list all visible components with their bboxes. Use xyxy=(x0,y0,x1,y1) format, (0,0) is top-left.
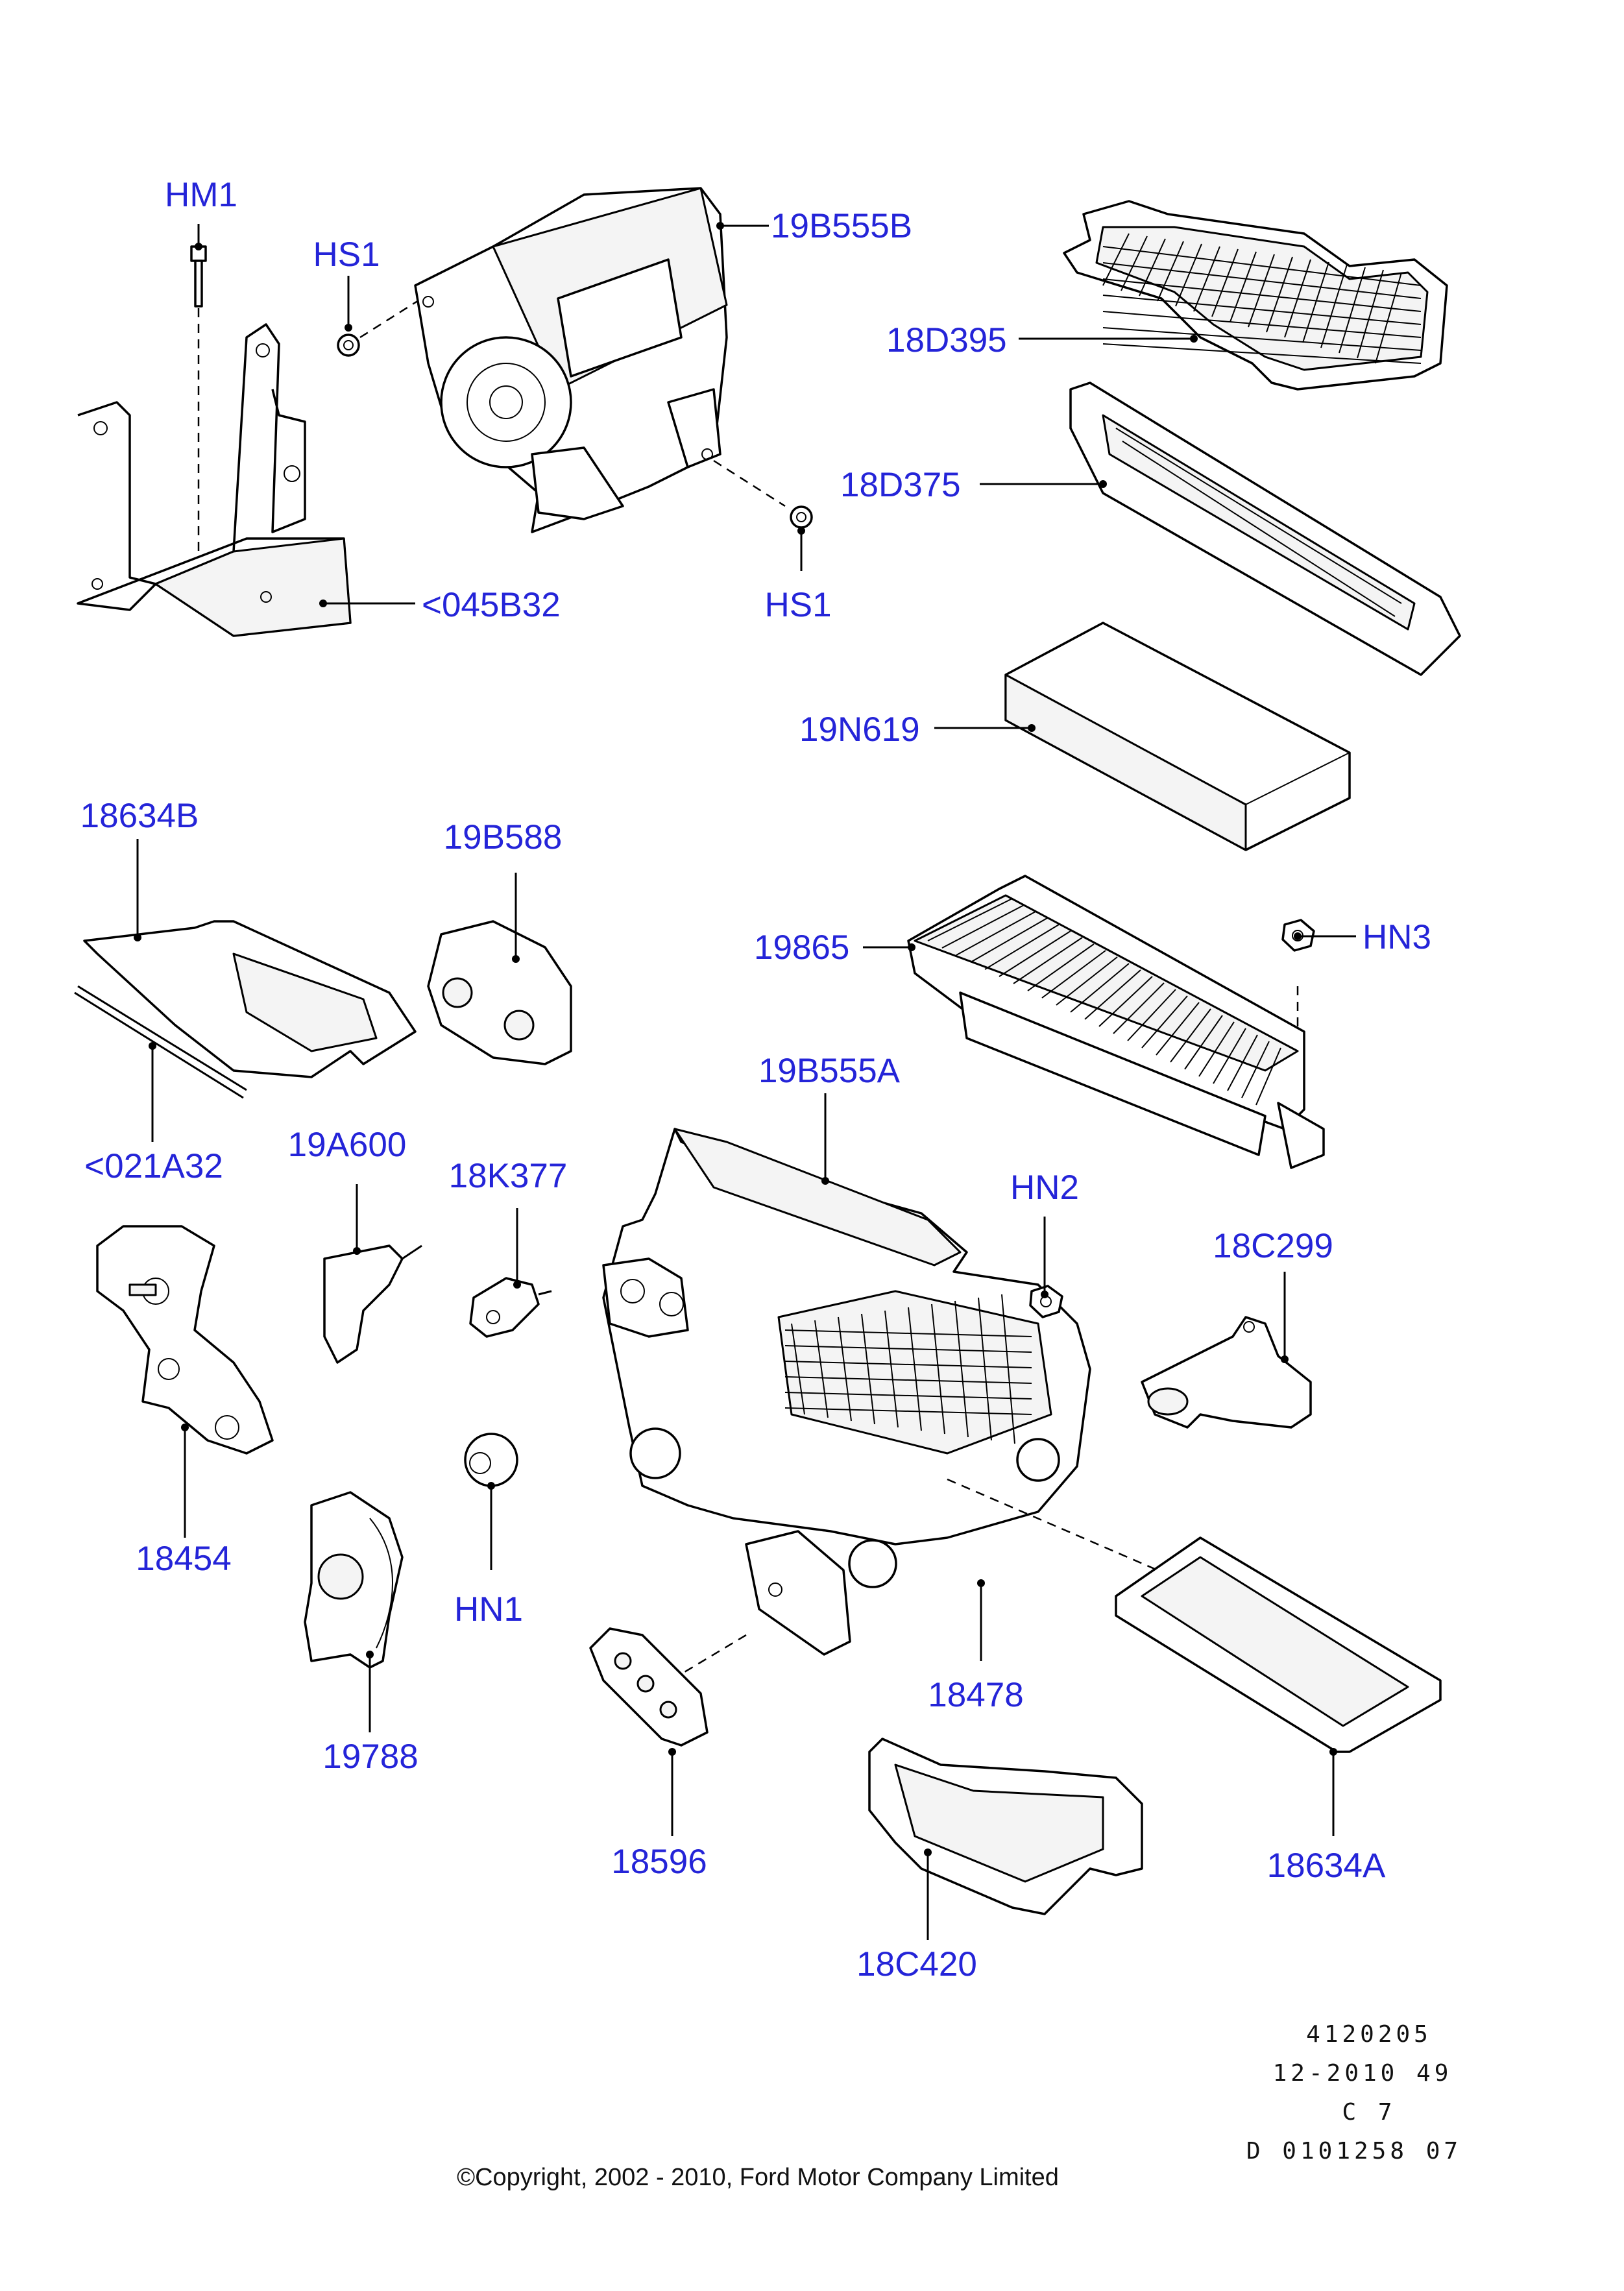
reference-line-3: C 7 xyxy=(1342,2099,1396,2126)
blower-housing-19b555b-part xyxy=(414,187,728,533)
leader-dash-hs1-top xyxy=(359,297,422,339)
callout-19a600: 19A600 xyxy=(288,1126,407,1164)
leader-lines xyxy=(134,222,1356,1940)
callout-18d375: 18D375 xyxy=(840,466,961,504)
callout-hm1: HM1 xyxy=(165,176,237,214)
duct-18c299-part xyxy=(1141,1316,1312,1429)
leader-dash-18596 xyxy=(681,1634,747,1675)
callout-hn2: HN2 xyxy=(1010,1169,1079,1207)
callout-19788: 19788 xyxy=(322,1738,418,1776)
part-18596 xyxy=(589,1627,709,1747)
bolt-hs1-bottom-part xyxy=(790,505,813,529)
filter-frame-18d375-part xyxy=(1069,382,1461,676)
leader-dash-hs1-bottom xyxy=(713,459,786,507)
callout-021a32: <021A32 xyxy=(84,1147,223,1185)
seal-18634b-part xyxy=(74,920,417,1099)
callout-19865: 19865 xyxy=(754,928,849,967)
seal-18634a-part xyxy=(1115,1536,1442,1753)
callout-19b555b: 19B555B xyxy=(771,207,912,245)
callout-045b32: <045B32 xyxy=(422,586,561,624)
copyright-notice: ©Copyright, 2002 - 2010, Ford Motor Comp… xyxy=(457,2164,1059,2191)
actuator-18454-part xyxy=(96,1225,274,1455)
callout-19b588: 19B588 xyxy=(444,818,563,856)
callout-18634a: 18634A xyxy=(1267,1847,1386,1885)
callout-18634b: 18634B xyxy=(80,797,199,835)
callout-19n619: 19N619 xyxy=(799,710,920,749)
reference-line-1: 4120205 xyxy=(1306,2021,1432,2048)
reference-block: 4120205 12-2010 49 C 7 D 0101258 07 xyxy=(1246,2021,1462,2164)
callout-19b555a: 19B555A xyxy=(758,1052,901,1090)
filter-19865-part xyxy=(907,875,1325,1169)
callout-18d395: 18D395 xyxy=(886,321,1007,359)
filter-19n619-part xyxy=(1004,622,1351,851)
part-19b588 xyxy=(427,920,572,1065)
callout-18c420: 18C420 xyxy=(856,1945,977,1983)
callout-18478: 18478 xyxy=(928,1676,1023,1714)
door-19788-part xyxy=(304,1491,404,1669)
nut-hn2-part xyxy=(1029,1285,1063,1318)
nut-hn1-part xyxy=(464,1433,518,1487)
callout-hn1: HN1 xyxy=(454,1590,523,1629)
lever-19a600-part xyxy=(323,1244,422,1364)
bolt-hs1-top-part xyxy=(337,333,360,357)
heater-housing-19b555a-part xyxy=(602,1128,1091,1656)
callout-hn3: HN3 xyxy=(1363,918,1431,956)
callout-hs1-bottom: HS1 xyxy=(764,586,831,624)
sensor-18k377-part xyxy=(469,1277,552,1338)
bracket-045b32-part xyxy=(77,323,352,637)
callout-18454: 18454 xyxy=(136,1540,231,1578)
callout-18c299: 18C299 xyxy=(1213,1227,1333,1265)
mesh-screen-18d395-part xyxy=(1063,200,1448,391)
reference-line-2: 12-2010 49 xyxy=(1273,2060,1453,2087)
duct-18c420-part xyxy=(868,1738,1143,1915)
screw-hm1-part xyxy=(190,245,207,308)
reference-line-4: D 0101258 07 xyxy=(1246,2138,1462,2164)
callout-18596: 18596 xyxy=(611,1843,707,1881)
callout-hs1-top: HS1 xyxy=(313,236,380,274)
leader-dash-18634a xyxy=(947,1478,1233,1604)
callout-18k377: 18K377 xyxy=(449,1157,568,1195)
